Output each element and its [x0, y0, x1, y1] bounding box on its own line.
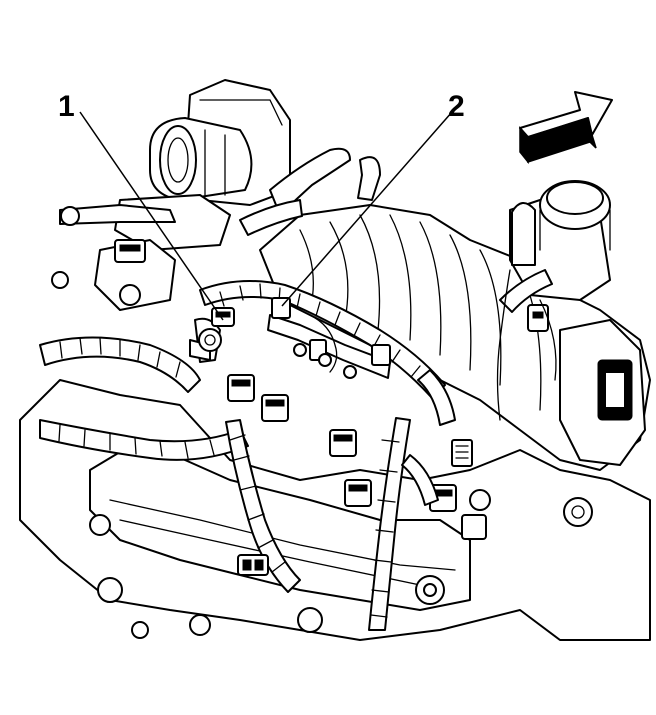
loom-ribs [58, 283, 421, 618]
callout-1: 1 [58, 90, 75, 123]
misc-details [293, 269, 593, 527]
leader-lines [79, 111, 453, 321]
fuel-injectors [227, 374, 487, 540]
leader-line-1 [79, 111, 224, 321]
throttle-actuator [59, 79, 381, 251]
wiring-harness [39, 147, 553, 631]
callouts: 1 2 [58, 90, 465, 123]
left-side-components [51, 239, 235, 536]
leader-line-2 [281, 111, 453, 307]
forward-direction-arrow-icon [519, 91, 613, 165]
callout-2: 2 [448, 90, 465, 123]
fuel-rail [227, 297, 549, 576]
